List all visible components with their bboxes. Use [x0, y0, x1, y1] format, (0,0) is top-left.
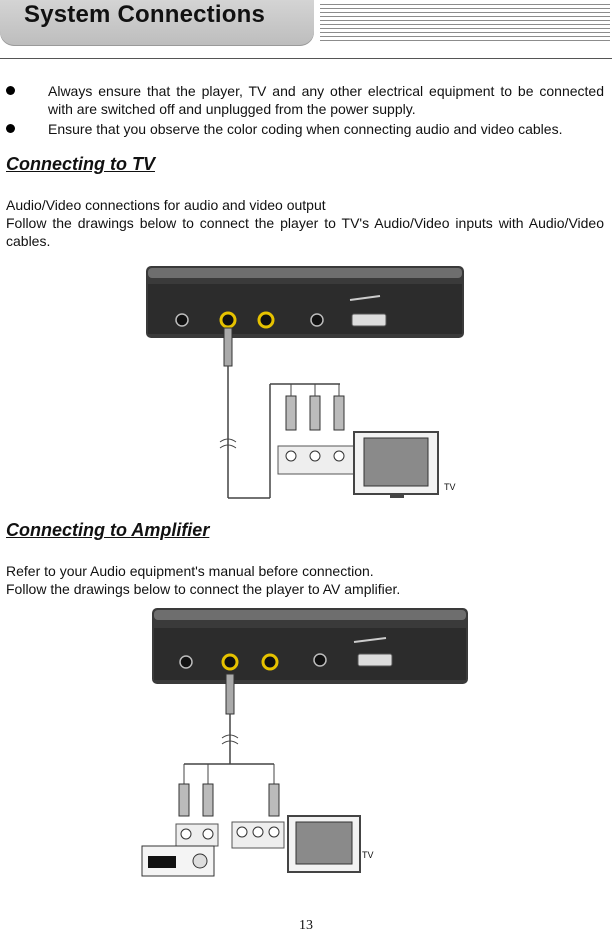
amp-intro-text: Refer to your Audio equipment's manual b…: [6, 563, 374, 579]
bullet-icon: [6, 86, 15, 95]
bullet-text: Ensure that you observe the color coding…: [48, 121, 563, 137]
tv-connection-diagram: TV: [146, 266, 464, 499]
tv-instructions-text: Follow the drawings below to connect the…: [6, 215, 604, 249]
section-heading-tv: Connecting to TV: [6, 154, 155, 174]
header-decoration: [320, 4, 610, 42]
tv-intro-text: Audio/Video connections for audio and vi…: [6, 197, 326, 213]
tv-label: TV: [444, 482, 456, 492]
bullet-item: Always ensure that the player, TV and an…: [0, 82, 612, 118]
header-divider: [0, 58, 612, 59]
safety-bullet-list: Always ensure that the player, TV and an…: [0, 82, 612, 140]
amplifier-connection-diagram: TV: [141, 608, 468, 877]
section-heading-amplifier: Connecting to Amplifier: [6, 520, 210, 540]
page-title: System Connections: [24, 1, 265, 28]
bullet-item: Ensure that you observe the color coding…: [0, 120, 612, 138]
tv-label: TV: [362, 850, 374, 860]
header-tab: System Connections: [0, 0, 314, 46]
page-number: 13: [299, 918, 313, 933]
bullet-text: Always ensure that the player, TV and an…: [48, 83, 604, 117]
amp-instructions-text: Follow the drawings below to connect the…: [6, 581, 401, 597]
bullet-icon: [6, 124, 15, 133]
